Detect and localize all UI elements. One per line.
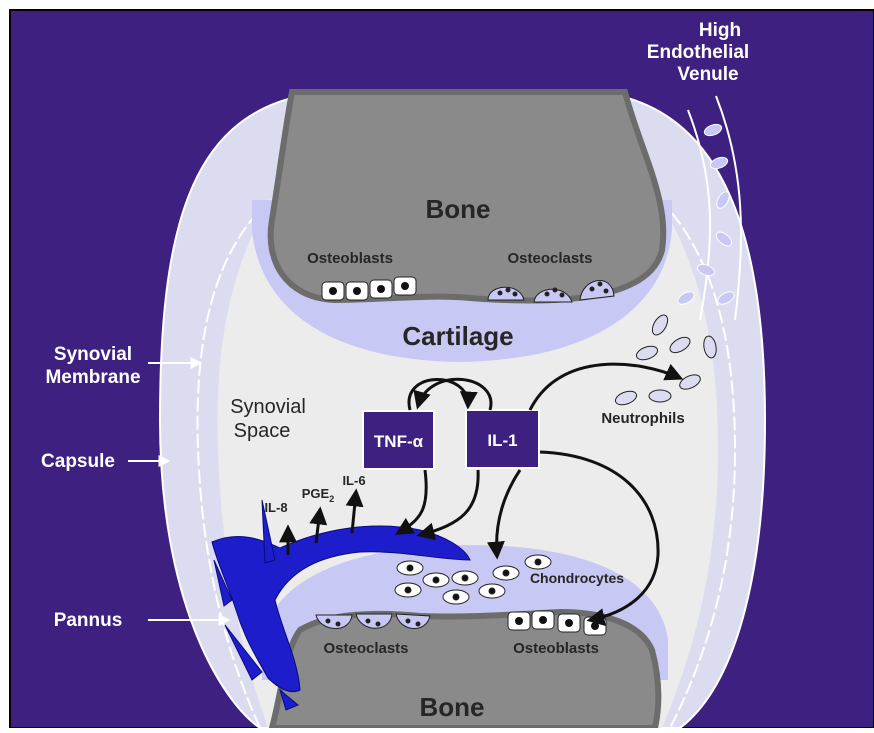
label-cartilage: Cartilage	[402, 321, 513, 351]
label-synovial-space-1: Synovial	[230, 396, 306, 418]
label-osteoblasts-top: Osteoblasts	[307, 250, 393, 267]
osteoclast-cells-bottom	[316, 614, 430, 629]
label-hev-line1: High	[699, 20, 741, 41]
label-synovial-membrane-2: Membrane	[45, 367, 140, 388]
label-osteoclasts-bottom: Osteoclasts	[323, 640, 408, 657]
label-osteoclasts-top: Osteoclasts	[507, 250, 592, 267]
label-hev-line3: Venule	[677, 64, 738, 85]
il1-label: IL-1	[487, 431, 517, 450]
tnf-alpha-label: TNF-α	[374, 432, 424, 451]
label-chondrocytes: Chondrocytes	[530, 570, 624, 586]
label-osteoblasts-bottom: Osteoblasts	[513, 640, 599, 657]
tnf-alpha-box: TNF-α	[363, 411, 434, 469]
label-capsule: Capsule	[41, 451, 115, 472]
label-bone-bottom: Bone	[420, 692, 485, 722]
label-pannus: Pannus	[54, 610, 123, 631]
label-il6: IL-6	[342, 473, 365, 488]
label-il8: IL-8	[264, 500, 287, 515]
label-hev-line2: Endothelial	[647, 42, 749, 63]
label-synovial-space-2: Space	[234, 420, 291, 442]
label-synovial-membrane-1: Synovial	[54, 344, 132, 365]
label-bone-top: Bone	[426, 194, 491, 224]
label-neutrophils: Neutrophils	[601, 410, 684, 427]
il1-box: IL-1	[466, 410, 539, 468]
